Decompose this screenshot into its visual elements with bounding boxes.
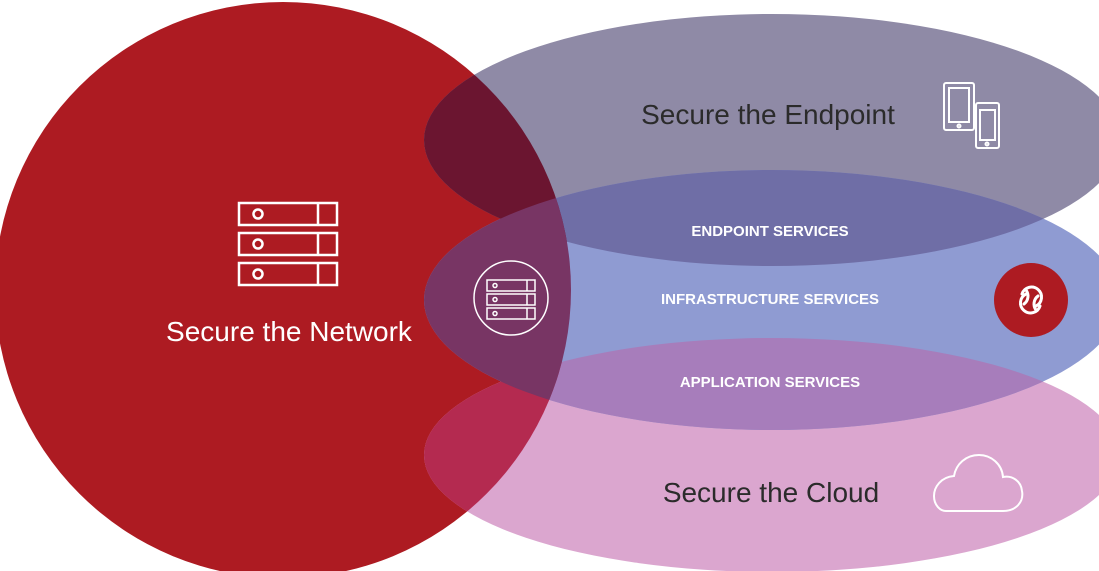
- overlap-services-cloud: [424, 338, 1099, 430]
- tablet-phone-icon: [943, 82, 1000, 149]
- overlap-endpoint-services: [424, 170, 1099, 266]
- cloud-icon: [932, 453, 1024, 512]
- infrastructure-services-label: INFRASTRUCTURE SERVICES: [661, 291, 879, 308]
- endpoint-label: Secure the Endpoint: [641, 99, 895, 130]
- server-stack-circle-icon: [473, 260, 549, 336]
- interlock-logo-icon: [994, 263, 1068, 337]
- application-services-label: APPLICATION SERVICES: [680, 374, 860, 391]
- server-rack-icon: [237, 201, 339, 287]
- endpoint-services-label: ENDPOINT SERVICES: [691, 223, 848, 240]
- network-label: Secure the Network: [166, 316, 413, 347]
- cloud-label: Secure the Cloud: [663, 477, 879, 508]
